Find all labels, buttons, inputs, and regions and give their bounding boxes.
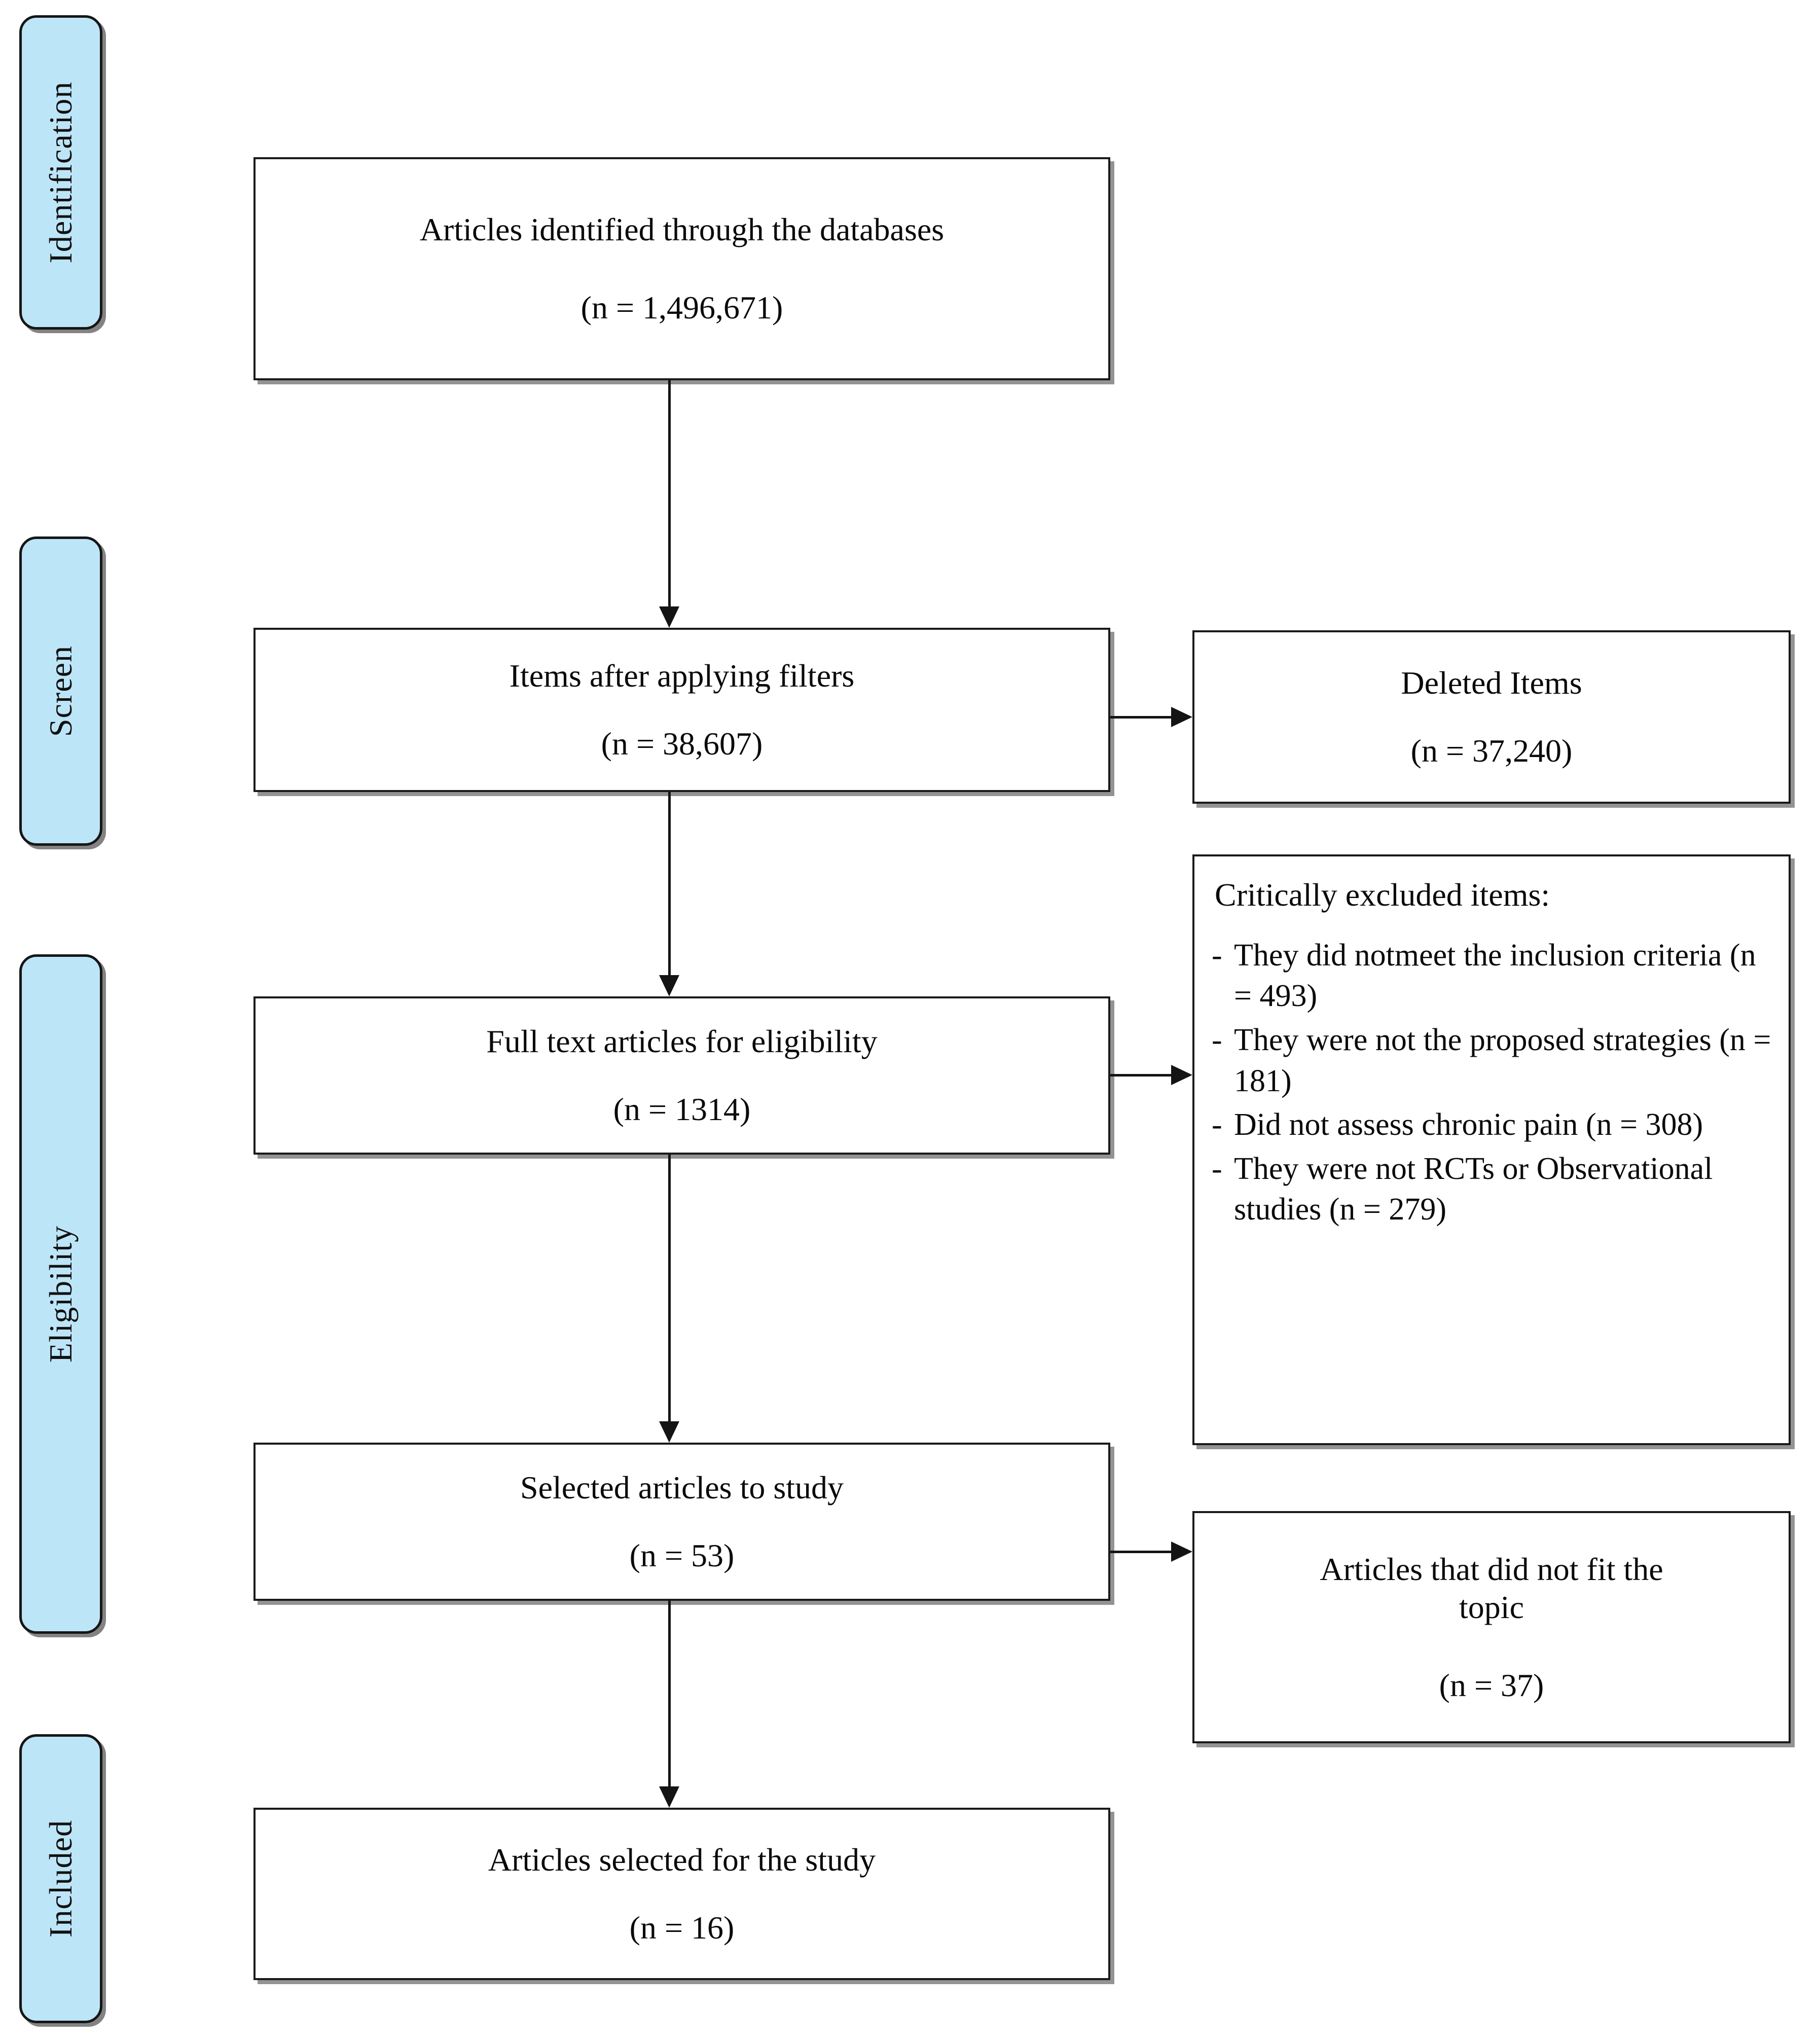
flow-box-filtered-count: (n = 38,607): [601, 726, 763, 762]
exclusion-reason-item: - They did notmeet the inclusion criteri…: [1212, 935, 1773, 1017]
arrowhead-right-to-not-fit: [1171, 1541, 1192, 1562]
bullet-dash-icon: -: [1212, 938, 1222, 973]
exclusion-panel: Critically excluded items: - They did no…: [1192, 854, 1791, 1445]
flow-box-selected: Selected articles to study (n = 53): [253, 1443, 1110, 1601]
exclusion-reason-line2: inclusion criteria (n = 493): [1234, 938, 1756, 1014]
connector-filtered-to-fulltext: [668, 792, 671, 975]
flow-box-filtered-title: Items after applying filters: [509, 658, 855, 694]
flow-box-fulltext-count: (n = 1314): [613, 1091, 751, 1127]
stage-label-screen: Screen: [43, 645, 79, 737]
flow-box-not-fit-topic-count: (n = 37): [1439, 1667, 1544, 1703]
exclusion-reason-text: Did not assess chronic pain (n = 308): [1234, 1104, 1773, 1145]
flow-box-not-fit-topic-title-line2: topic: [1459, 1589, 1524, 1626]
exclusion-reason-item: - They were not RCTs or Observational st…: [1212, 1149, 1773, 1230]
flow-box-final-title: Articles selected for the study: [488, 1842, 876, 1878]
flow-box-not-fit-topic: Articles that did not fit the topic (n =…: [1192, 1511, 1791, 1743]
stage-pill-identification: Identification: [19, 15, 102, 330]
exclusion-reason-list: - They did notmeet the inclusion criteri…: [1212, 935, 1773, 1230]
flow-box-identified-title: Articles identified through the database…: [419, 211, 944, 248]
exclusion-reason-item: - They were not the proposed strategies …: [1212, 1020, 1773, 1101]
flow-box-deleted-items-count: (n = 37,240): [1410, 733, 1573, 769]
arrowhead-right-to-exclusions: [1171, 1065, 1192, 1085]
flow-box-selected-title: Selected articles to study: [520, 1469, 844, 1506]
exclusion-reason-line1: They were not the proposed: [1234, 1022, 1585, 1057]
connector-selected-to-final: [668, 1601, 671, 1786]
bullet-dash-icon: -: [1212, 1151, 1222, 1186]
connector-fulltext-to-selected: [668, 1155, 671, 1421]
stage-label-identification: Identification: [43, 81, 79, 264]
stage-label-eligibility: Eligibility: [43, 1225, 79, 1363]
stage-pill-included: Included: [19, 1734, 102, 2023]
exclusion-reason-item: - Did not assess chronic pain (n = 308): [1212, 1104, 1773, 1145]
flow-box-selected-count: (n = 53): [629, 1537, 735, 1573]
exclusion-reason-line3: (n = 279): [1329, 1192, 1446, 1227]
arrowhead-down-to-final: [659, 1786, 679, 1808]
stage-pill-screen: Screen: [19, 536, 102, 846]
connector-identified-to-filtered: [668, 380, 671, 606]
arrowhead-down-to-filtered: [659, 606, 679, 628]
stage-label-included: Included: [43, 1820, 79, 1938]
flow-box-deleted-items-title: Deleted Items: [1401, 665, 1582, 701]
stage-pill-eligibility: Eligibility: [19, 954, 102, 1634]
exclusion-reason-line1: Did not assess chronic pain: [1234, 1107, 1578, 1142]
flow-box-filtered: Items after applying filters (n = 38,607…: [253, 628, 1110, 792]
bullet-dash-icon: -: [1212, 1107, 1222, 1142]
flow-box-not-fit-topic-title-line1: Articles that did not fit the: [1320, 1551, 1663, 1587]
connector-fulltext-to-exclusions: [1110, 1074, 1171, 1077]
exclusion-reason-line2: (n = 308): [1585, 1107, 1703, 1142]
arrowhead-down-to-fulltext: [659, 975, 679, 996]
flow-box-fulltext-title: Full text articles for eligibility: [486, 1023, 878, 1060]
flow-box-identified: Articles identified through the database…: [253, 157, 1110, 380]
arrowhead-right-to-deleted: [1171, 707, 1192, 727]
flow-box-final: Articles selected for the study (n = 16): [253, 1808, 1110, 1980]
flow-box-final-count: (n = 16): [629, 1910, 735, 1946]
flow-box-deleted-items: Deleted Items (n = 37,240): [1192, 630, 1791, 804]
exclusion-reason-line1: They were not RCTs or: [1234, 1151, 1529, 1186]
exclusion-panel-heading: Critically excluded items:: [1215, 877, 1550, 913]
exclusion-reason-text: They were not the proposed strategies (n…: [1234, 1020, 1773, 1101]
flow-box-identified-count: (n = 1,496,671): [580, 290, 783, 326]
exclusion-reason-line2: Observational studies: [1234, 1151, 1713, 1227]
bullet-dash-icon: -: [1212, 1022, 1222, 1057]
exclusion-reason-line2: strategies (n = 181): [1234, 1022, 1771, 1098]
exclusion-reason-line1: They did notmeet the: [1234, 938, 1502, 973]
connector-filtered-to-deleted: [1110, 716, 1171, 719]
arrowhead-down-to-selected: [659, 1421, 679, 1443]
connector-selected-to-not-fit: [1110, 1551, 1171, 1553]
exclusion-reason-text: They were not RCTs or Observational stud…: [1234, 1149, 1773, 1230]
flow-box-fulltext: Full text articles for eligibility (n = …: [253, 996, 1110, 1155]
exclusion-reason-text: They did notmeet the inclusion criteria …: [1234, 935, 1773, 1017]
